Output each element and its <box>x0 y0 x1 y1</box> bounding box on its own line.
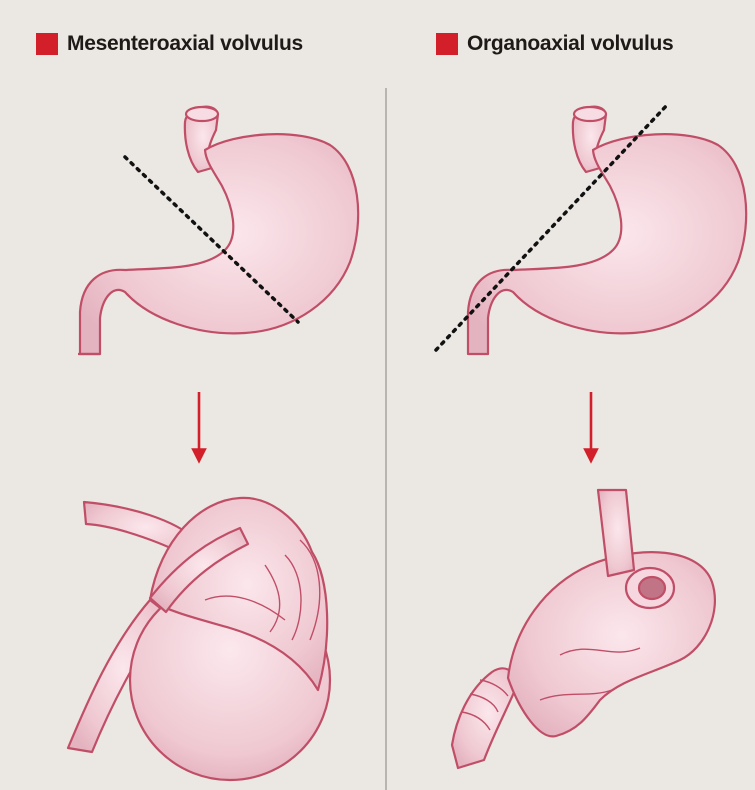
organoaxial-panel: Organoaxial volvulus <box>388 0 755 790</box>
red-square-icon <box>436 33 458 55</box>
panel-divider <box>385 88 387 790</box>
red-square-icon <box>36 33 58 55</box>
mesenteroaxial-title: Mesenteroaxial volvulus <box>67 32 303 56</box>
mesenteroaxial-panel: Mesenteroaxial volvulus <box>0 0 385 790</box>
organoaxial-title: Organoaxial volvulus <box>467 32 673 56</box>
mesenteroaxial-header: Mesenteroaxial volvulus <box>36 32 303 56</box>
organoaxial-header: Organoaxial volvulus <box>436 32 673 56</box>
